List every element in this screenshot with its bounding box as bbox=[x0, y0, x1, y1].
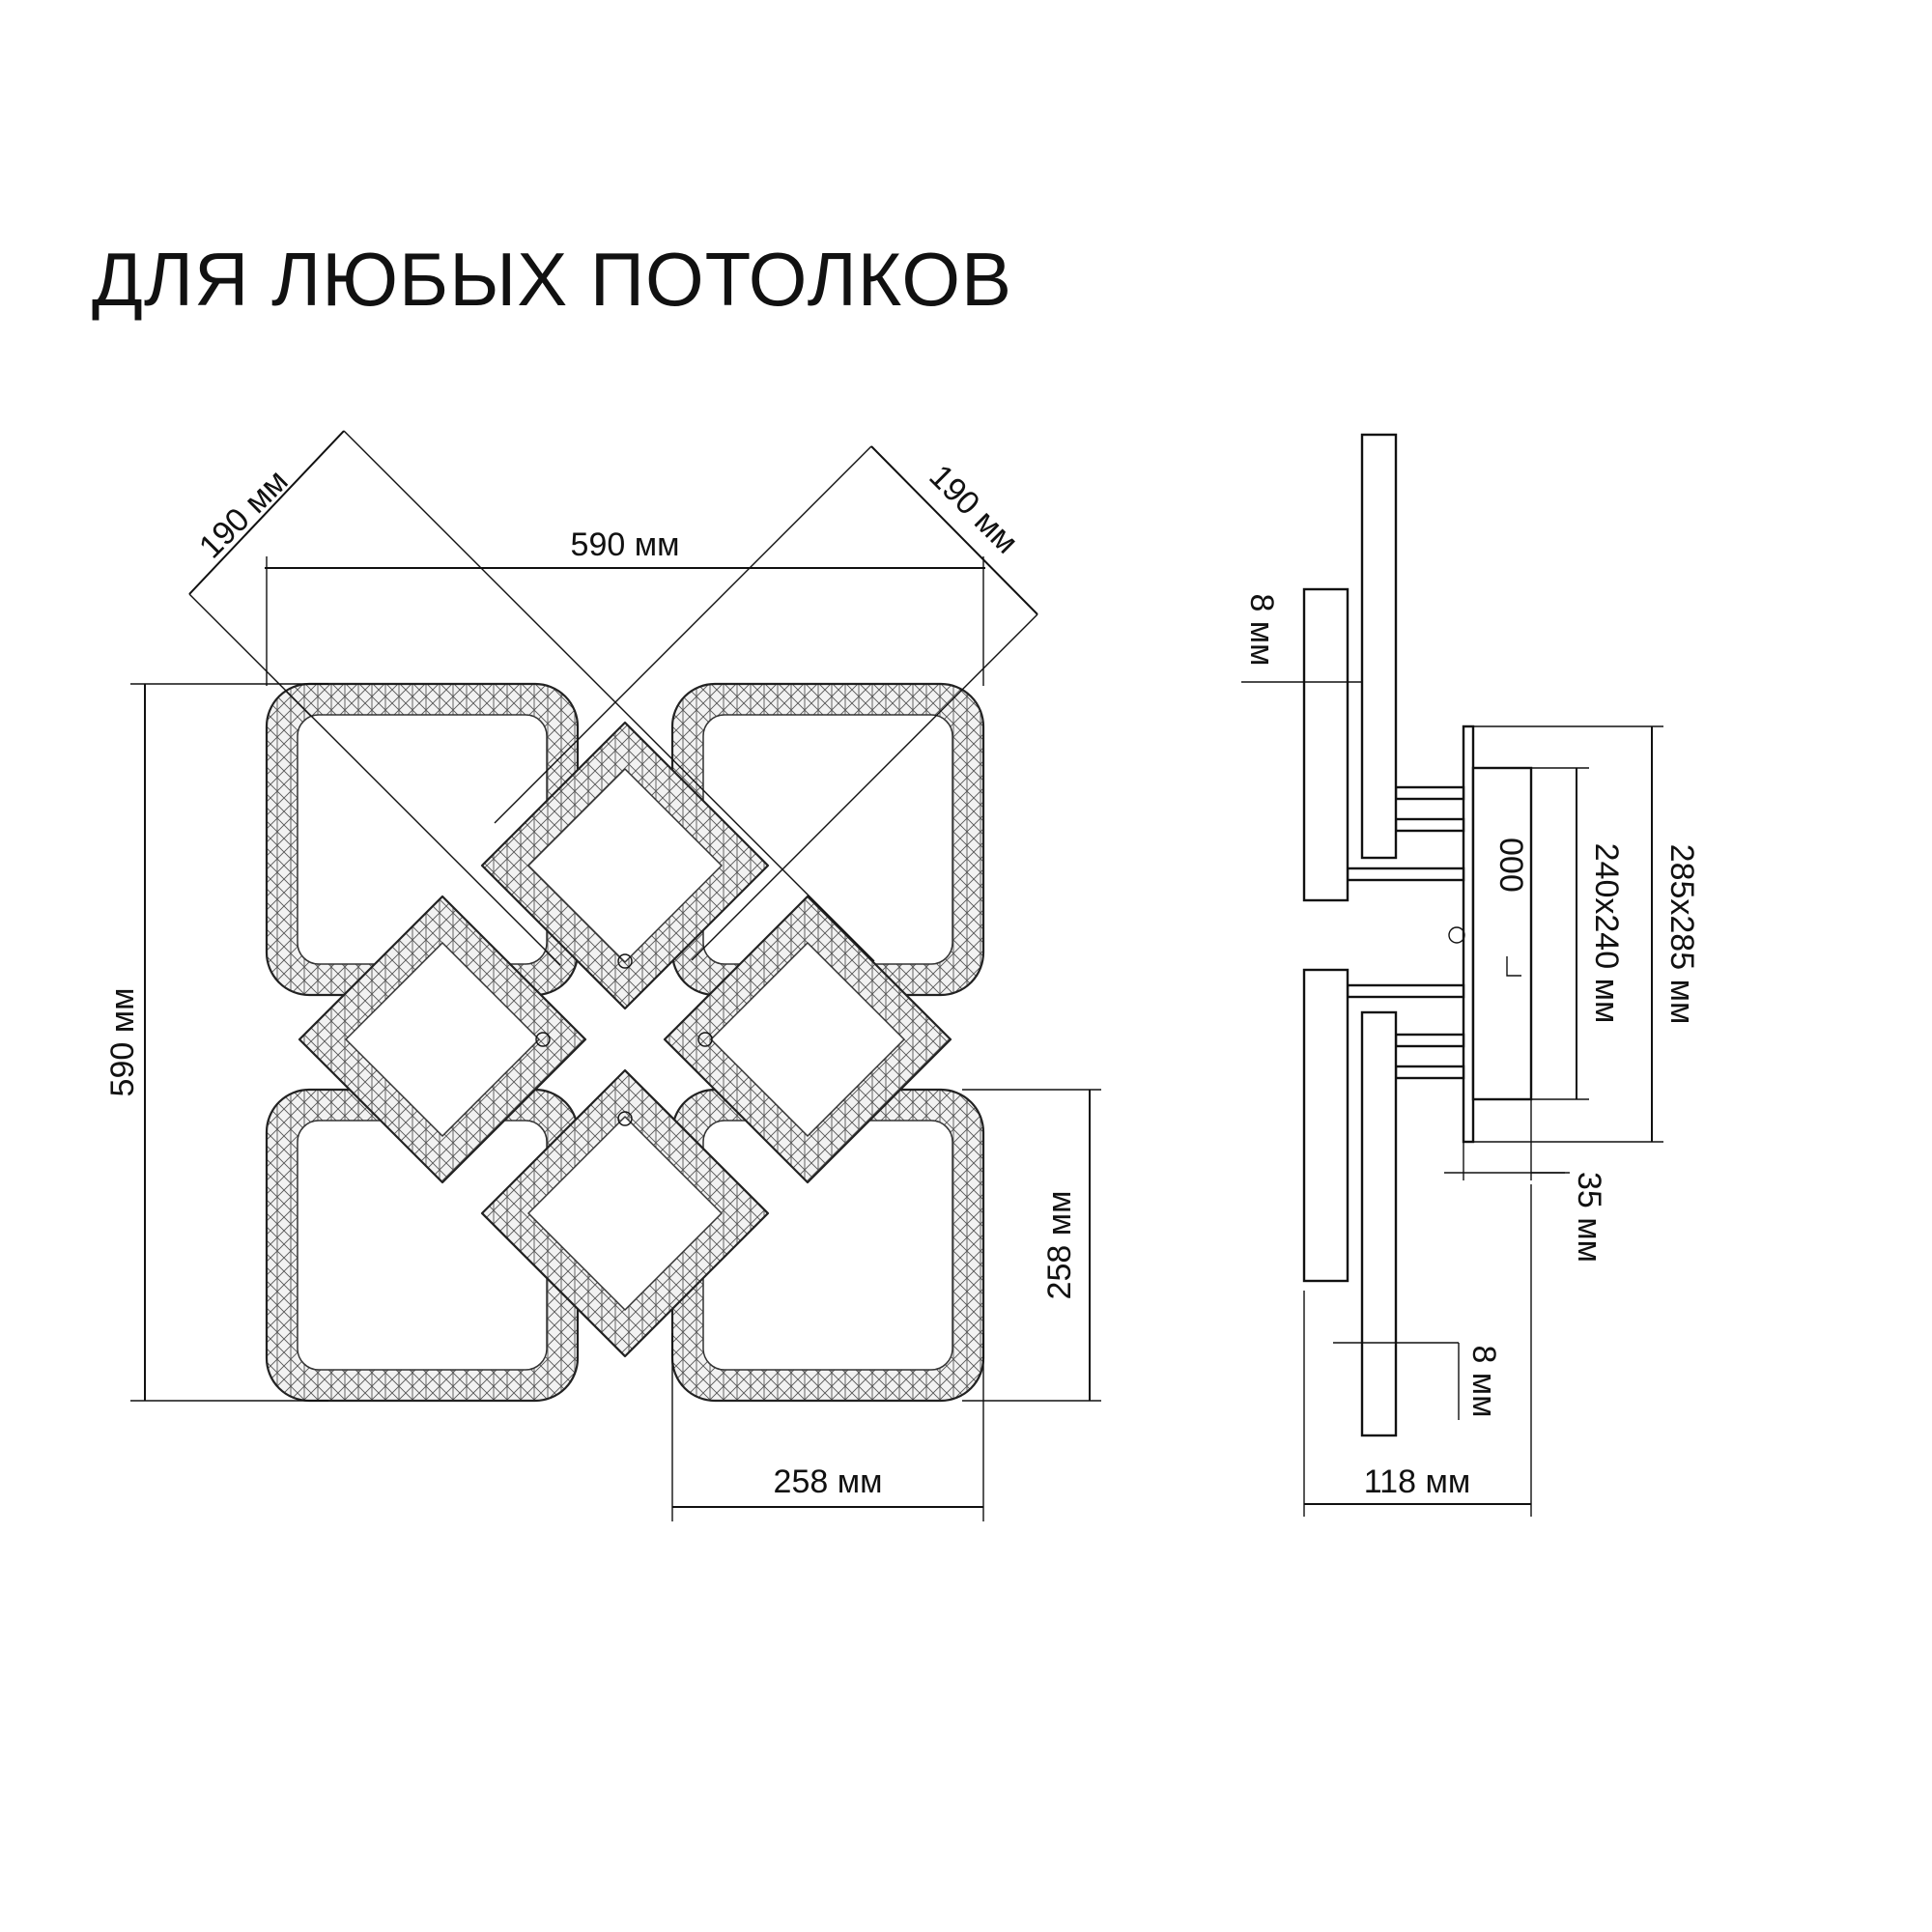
front-view: 190 мм 190 мм 590 мм 590 мм 2 bbox=[104, 430, 1101, 1521]
dim-width-text: 590 мм bbox=[571, 526, 680, 563]
dim-module-width: 258 мм bbox=[671, 1333, 984, 1521]
panel-lower-short bbox=[1302, 968, 1350, 1283]
panel-lower-long bbox=[1360, 1010, 1398, 1437]
dim-diag-left-text: 190 мм bbox=[192, 463, 296, 566]
dim-panel-bottom: 8 мм bbox=[1333, 1342, 1502, 1420]
dim-height: 590 мм bbox=[104, 683, 328, 1402]
panel-upper-short bbox=[1302, 587, 1350, 902]
dim-base-outer-text: 285х285 мм bbox=[1663, 844, 1700, 1025]
dim-width: 590 мм bbox=[265, 526, 985, 686]
dim-height-text: 590 мм bbox=[104, 988, 141, 1097]
driver-box-bracket bbox=[1506, 956, 1521, 977]
dim-panel-top-text: 8 мм bbox=[1243, 593, 1280, 666]
dim-module-width-text: 258 мм bbox=[774, 1463, 883, 1500]
mount-screw bbox=[1448, 926, 1465, 944]
diamond-ring-left bbox=[298, 895, 587, 1184]
dim-total-depth: 118 мм bbox=[1303, 1184, 1532, 1517]
dim-base-outer: 285х285 мм bbox=[1473, 725, 1700, 1143]
side-view: 000 8 мм 8 мм bbox=[1241, 433, 1700, 1517]
dim-module-height-text: 258 мм bbox=[1041, 1191, 1078, 1300]
panel-upper-long bbox=[1360, 433, 1398, 860]
square-ring-top-left bbox=[265, 682, 580, 997]
driver-box-label: 000 bbox=[1492, 838, 1529, 893]
dim-base-depth-text: 35 мм bbox=[1571, 1172, 1607, 1263]
dim-total-depth-text: 118 мм bbox=[1364, 1463, 1470, 1500]
square-ring-top-right bbox=[670, 682, 985, 997]
diamond-ring-right bbox=[663, 895, 952, 1184]
dim-panel-top: 8 мм bbox=[1241, 593, 1362, 696]
dim-diag-right-text: 190 мм bbox=[922, 458, 1025, 561]
mount-rods bbox=[1346, 785, 1465, 1080]
dim-base-depth: 35 мм bbox=[1444, 1099, 1607, 1263]
dim-module-height: 258 мм bbox=[962, 1089, 1101, 1402]
page-title: ДЛЯ ЛЮБЫХ ПОТОЛКОВ bbox=[92, 237, 1013, 322]
dim-panel-bottom-text: 8 мм bbox=[1465, 1345, 1502, 1417]
driver-box bbox=[1471, 766, 1533, 1101]
square-ring-bottom-right bbox=[670, 1088, 985, 1403]
diamond-ring-bottom bbox=[480, 1068, 770, 1358]
square-ring-bottom-left bbox=[265, 1088, 580, 1403]
dim-base-inner: 240х240 мм bbox=[1531, 767, 1625, 1100]
dim-base-inner-text: 240х240 мм bbox=[1588, 843, 1625, 1024]
diamond-ring-top bbox=[480, 721, 770, 1010]
